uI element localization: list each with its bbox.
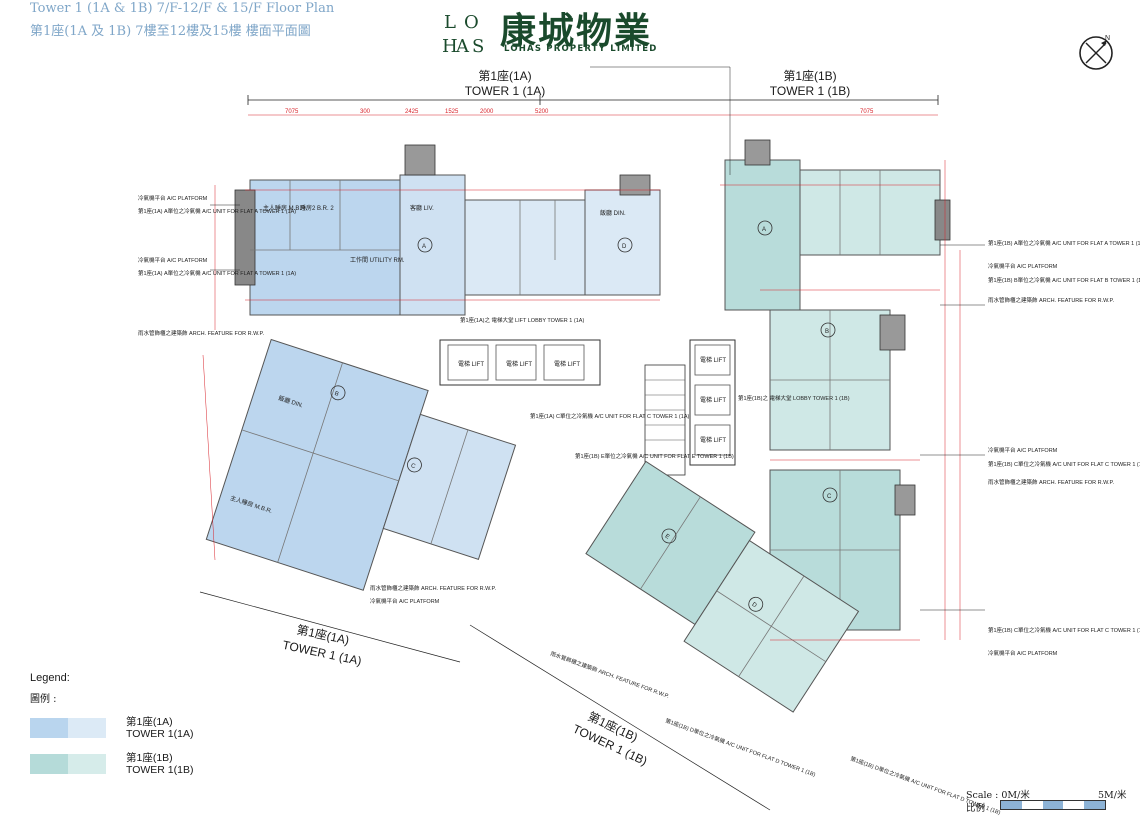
arch-feature-note: 雨水管飾櫃之建築飾 ARCH. FEATURE FOR R.W.P. [370, 584, 496, 592]
arch-feature-note: 雨水管飾櫃之建築飾 ARCH. FEATURE FOR R.W.P. [138, 329, 264, 337]
ac-platform-note: 冷氣機平台 A/C PLATFORM [988, 446, 1058, 454]
tower-1b-label-en: TOWER 1 (1B) [769, 84, 851, 98]
dim-label: 7075 [285, 109, 299, 115]
lift-label: 電梯 LIFT [700, 396, 726, 404]
flat-a-marker: A [422, 244, 426, 250]
ac-platform-note: 冷氣機平台 A/C PLATFORM [370, 597, 440, 605]
scale-bar [1000, 800, 1106, 810]
lobby-label-1b: 第1座(1B)之 電梯大堂 LOBBY TOWER 1 (1B) [738, 394, 850, 402]
top-dimension-line: 7075 300 2425 1525 2000 5200 7075 [247, 95, 939, 116]
legend-title-en: Legend: [30, 672, 70, 684]
room-label: 主人睡房 M.B.R. [263, 204, 307, 212]
compass-north-letter: N [1105, 35, 1110, 42]
arch-feature-note: 雨水管飾櫃之建築飾 ARCH. FEATURE FOR R.W.P. [549, 649, 671, 700]
legend-item-1a-cn: 第1座(1A) [126, 716, 173, 728]
ac-flat-d-1b-note: 第1座(1B) D單位之冷氣機 A/C UNIT FOR FLAT D TOWE… [664, 716, 817, 778]
room-label: 睡房2 B.R. 2 [300, 204, 334, 212]
ac-platform-note: 冷氣機平台 A/C PLATFORM [988, 262, 1058, 270]
flat-c-1b-marker: C [827, 494, 832, 500]
ac-flat-a-1b-note: 第1座(1B) A單位之冷氣機 A/C UNIT FOR FLAT A TOWE… [988, 239, 1140, 247]
svg-text:A: A [455, 36, 470, 56]
logo-name-en: LOHAS PROPERTY LIMITED [504, 44, 658, 54]
leader-lines [210, 66, 985, 611]
tower-1a-label-en: TOWER 1 (1A) [464, 84, 546, 98]
tower-1b-right-wing: B C [769, 309, 916, 631]
flat-d-1b-marker: D [751, 602, 758, 610]
ac-flat-b-1b-note: 第1座(1B) B單位之冷氣機 A/C UNIT FOR FLAT B TOWE… [988, 276, 1140, 284]
tower-1a-top-wing: A D 主人睡房 M.B.R. 睡房2 B.R. 2 客廳 LIV. 工作間 U… [234, 144, 661, 316]
tower-1a-left-wing: B C 飯廳 DIN. 主人睡房 M.B.R. [205, 338, 517, 591]
dim-label: 300 [360, 109, 371, 115]
legend-swatch-1b [30, 754, 106, 774]
flat-a-1b-marker: A [762, 227, 766, 233]
arch-feature-note: 雨水管飾櫃之建築飾 ARCH. FEATURE FOR R.W.P. [988, 478, 1114, 486]
legend-title-cn: 圖例 : [30, 694, 57, 705]
lift-label: 電梯 LIFT [554, 360, 580, 368]
svg-text:L: L [444, 12, 456, 33]
svg-text:H: H [442, 36, 458, 56]
ac-flat-c-1b-note: 第1座(1B) C單位之冷氣機 A/C UNIT FOR FLAT C TOWE… [988, 460, 1140, 468]
lift-label: 電梯 LIFT [700, 436, 726, 444]
room-label: 工作間 UTILITY RM. [350, 256, 405, 264]
tower-1a-label-cn: 第1座(1A) [478, 69, 532, 83]
dim-label: 2425 [405, 109, 419, 115]
lobby-label-1a: 第1座(1A)之 電梯大堂 LIFT LOBBY TOWER 1 (1A) [460, 316, 584, 324]
lift-label: 電梯 LIFT [700, 356, 726, 364]
dim-label: 2000 [480, 109, 494, 115]
scale-label: Scale : 0M/米 [966, 790, 1030, 801]
legend-item-1b-cn: 第1座(1B) [126, 752, 173, 764]
flat-e-marker: E [664, 534, 671, 541]
legend-item-1b-en: TOWER 1(1B) [126, 764, 194, 776]
flat-d-marker: D [622, 244, 627, 250]
bottom-wing-guide-line [469, 624, 771, 811]
flat-b-1b-marker: B [825, 329, 829, 335]
plan-title-cn: 第1座(1A 及 1B) 7樓至12樓及15樓 樓面平面圖 [30, 24, 311, 39]
ac-flat-a-note: 第1座(1A) A單位之冷氣機 A/C UNIT FOR FLAT A TOWE… [138, 207, 296, 215]
plan-title-en: Tower 1 (1A & 1B) 7/F-12/F & 15/F Floor … [30, 1, 335, 16]
tower-1b-bottom-wing: E D [585, 460, 860, 713]
lift-label: 電梯 LIFT [458, 360, 484, 368]
dim-label: 7075 [860, 109, 874, 115]
ac-platform-note: 冷氣機平台 A/C PLATFORM [138, 194, 208, 202]
legend-swatch-1a [30, 718, 106, 738]
ac-flat-c-note: 第1座(1A) C單位之冷氣機 A/C UNIT FOR FLAT C TOWE… [530, 412, 689, 420]
north-compass-icon: N [1079, 35, 1113, 70]
ac-flat-c-1b-note: 第1座(1B) C單位之冷氣機 A/C UNIT FOR FLAT C TOWE… [988, 626, 1140, 634]
svg-text:S: S [472, 36, 484, 56]
tower-1b-top-wing: A [724, 139, 951, 311]
arch-feature-note: 雨水管飾櫃之建築飾 ARCH. FEATURE FOR R.W.P. [988, 296, 1114, 304]
flat-b-1a-marker: B [334, 391, 340, 398]
legend-item-1a-en: TOWER 1(1A) [126, 728, 194, 740]
scale-end-label: 5M/米 [1098, 790, 1127, 801]
lift-label: 電梯 LIFT [506, 360, 532, 368]
room-label: 客廳 LIV. [410, 204, 434, 212]
flat-c-1a-marker: C [410, 463, 417, 470]
scale-label-cn: 比例 [966, 803, 986, 814]
lift-core: 電梯 LIFT 電梯 LIFT 電梯 LIFT 電梯 LIFT 電梯 LIFT … [439, 316, 850, 476]
lohas-logo-icon: L O H A S [442, 12, 484, 56]
ac-platform-note: 冷氣機平台 A/C PLATFORM [988, 649, 1058, 657]
red-dimension-lines [202, 160, 961, 641]
tower-1b-label-cn: 第1座(1B) [783, 69, 837, 83]
dim-label: 5200 [535, 109, 549, 115]
dim-label: 1525 [445, 109, 459, 115]
ac-flat-e-note: 第1座(1B) E單位之冷氣機 A/C UNIT FOR FLAT E TOWE… [575, 452, 734, 460]
ac-platform-note: 冷氣機平台 A/C PLATFORM [138, 256, 208, 264]
room-label: 飯廳 DIN. [600, 209, 626, 217]
svg-text:O: O [464, 12, 479, 33]
left-wing-guide-line [199, 591, 461, 663]
logo-name-cn: 康城物業 [500, 11, 653, 52]
ac-flat-a-note: 第1座(1A) A單位之冷氣機 A/C UNIT FOR FLAT A TOWE… [138, 269, 296, 277]
